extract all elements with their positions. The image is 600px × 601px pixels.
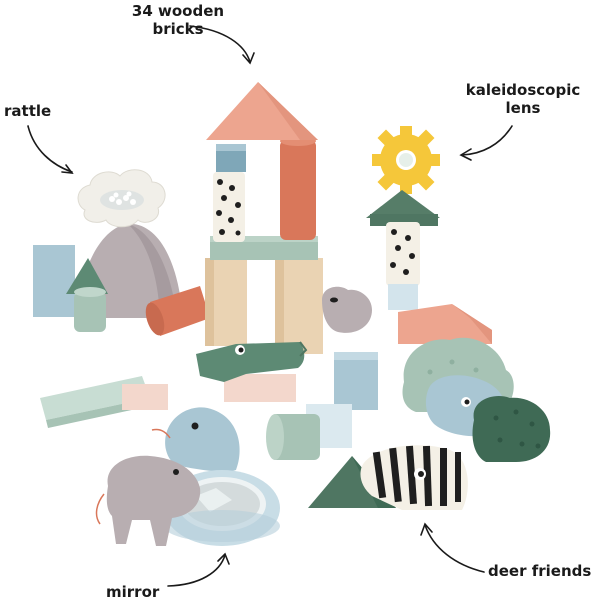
dark-green-bush [472,396,551,462]
cloud-rattle [77,169,166,228]
central-tower [205,82,323,354]
arrow-bricks-head [242,52,255,65]
elephant-animal [151,407,240,472]
arrow-deer [424,524,485,573]
arrow-lens-head [459,148,472,161]
mountain-shadow [128,224,176,318]
blue-tall-block [334,352,378,410]
kaleidoscopic-lens-gear [372,126,440,194]
spotted-cylinder [213,172,245,242]
mirror-label: mirror [106,583,160,601]
green-triangle-top [366,190,440,218]
pink-block-left [122,384,168,410]
arrow-mirror-head [217,552,230,565]
tapir-animal [322,286,372,333]
green-triangle-base [370,214,438,226]
lens-label: kaleidoscopic lens [453,81,593,117]
lens-label-line1: kaleidoscopic [465,81,581,99]
pink-base-slab [224,374,296,402]
rattle-label: rattle [4,102,52,120]
bricks-label-line1: 34 wooden [131,2,225,20]
blue-column-block [33,245,75,317]
arrow-mirror [167,554,226,587]
anteater-animal [95,455,201,546]
zebra-block [360,445,468,510]
terracotta-cylinder [280,140,316,240]
arrow-rattle [27,125,73,173]
coral-wedge [398,304,492,344]
terracotta-log [145,286,210,336]
sage-cylinder [266,414,320,460]
arrow-bricks [189,25,251,63]
sage-cylinder-small [74,292,106,332]
bricks-label-line2: bricks [152,20,204,38]
small-green-triangle [66,258,108,294]
lens-label-line2: lens [505,99,541,117]
arrow-deer-head [420,522,433,536]
pale-blue-cube [388,284,418,310]
deer-friends-label: deer friends [488,562,592,580]
arrow-lens [461,125,513,156]
annotation-arrows [27,25,513,587]
arrow-rattle-head [61,164,74,174]
bricks-label: 34 wooden bricks [108,2,248,38]
spotted-cylinder-right [386,222,420,286]
crocodile-animal [196,341,308,382]
